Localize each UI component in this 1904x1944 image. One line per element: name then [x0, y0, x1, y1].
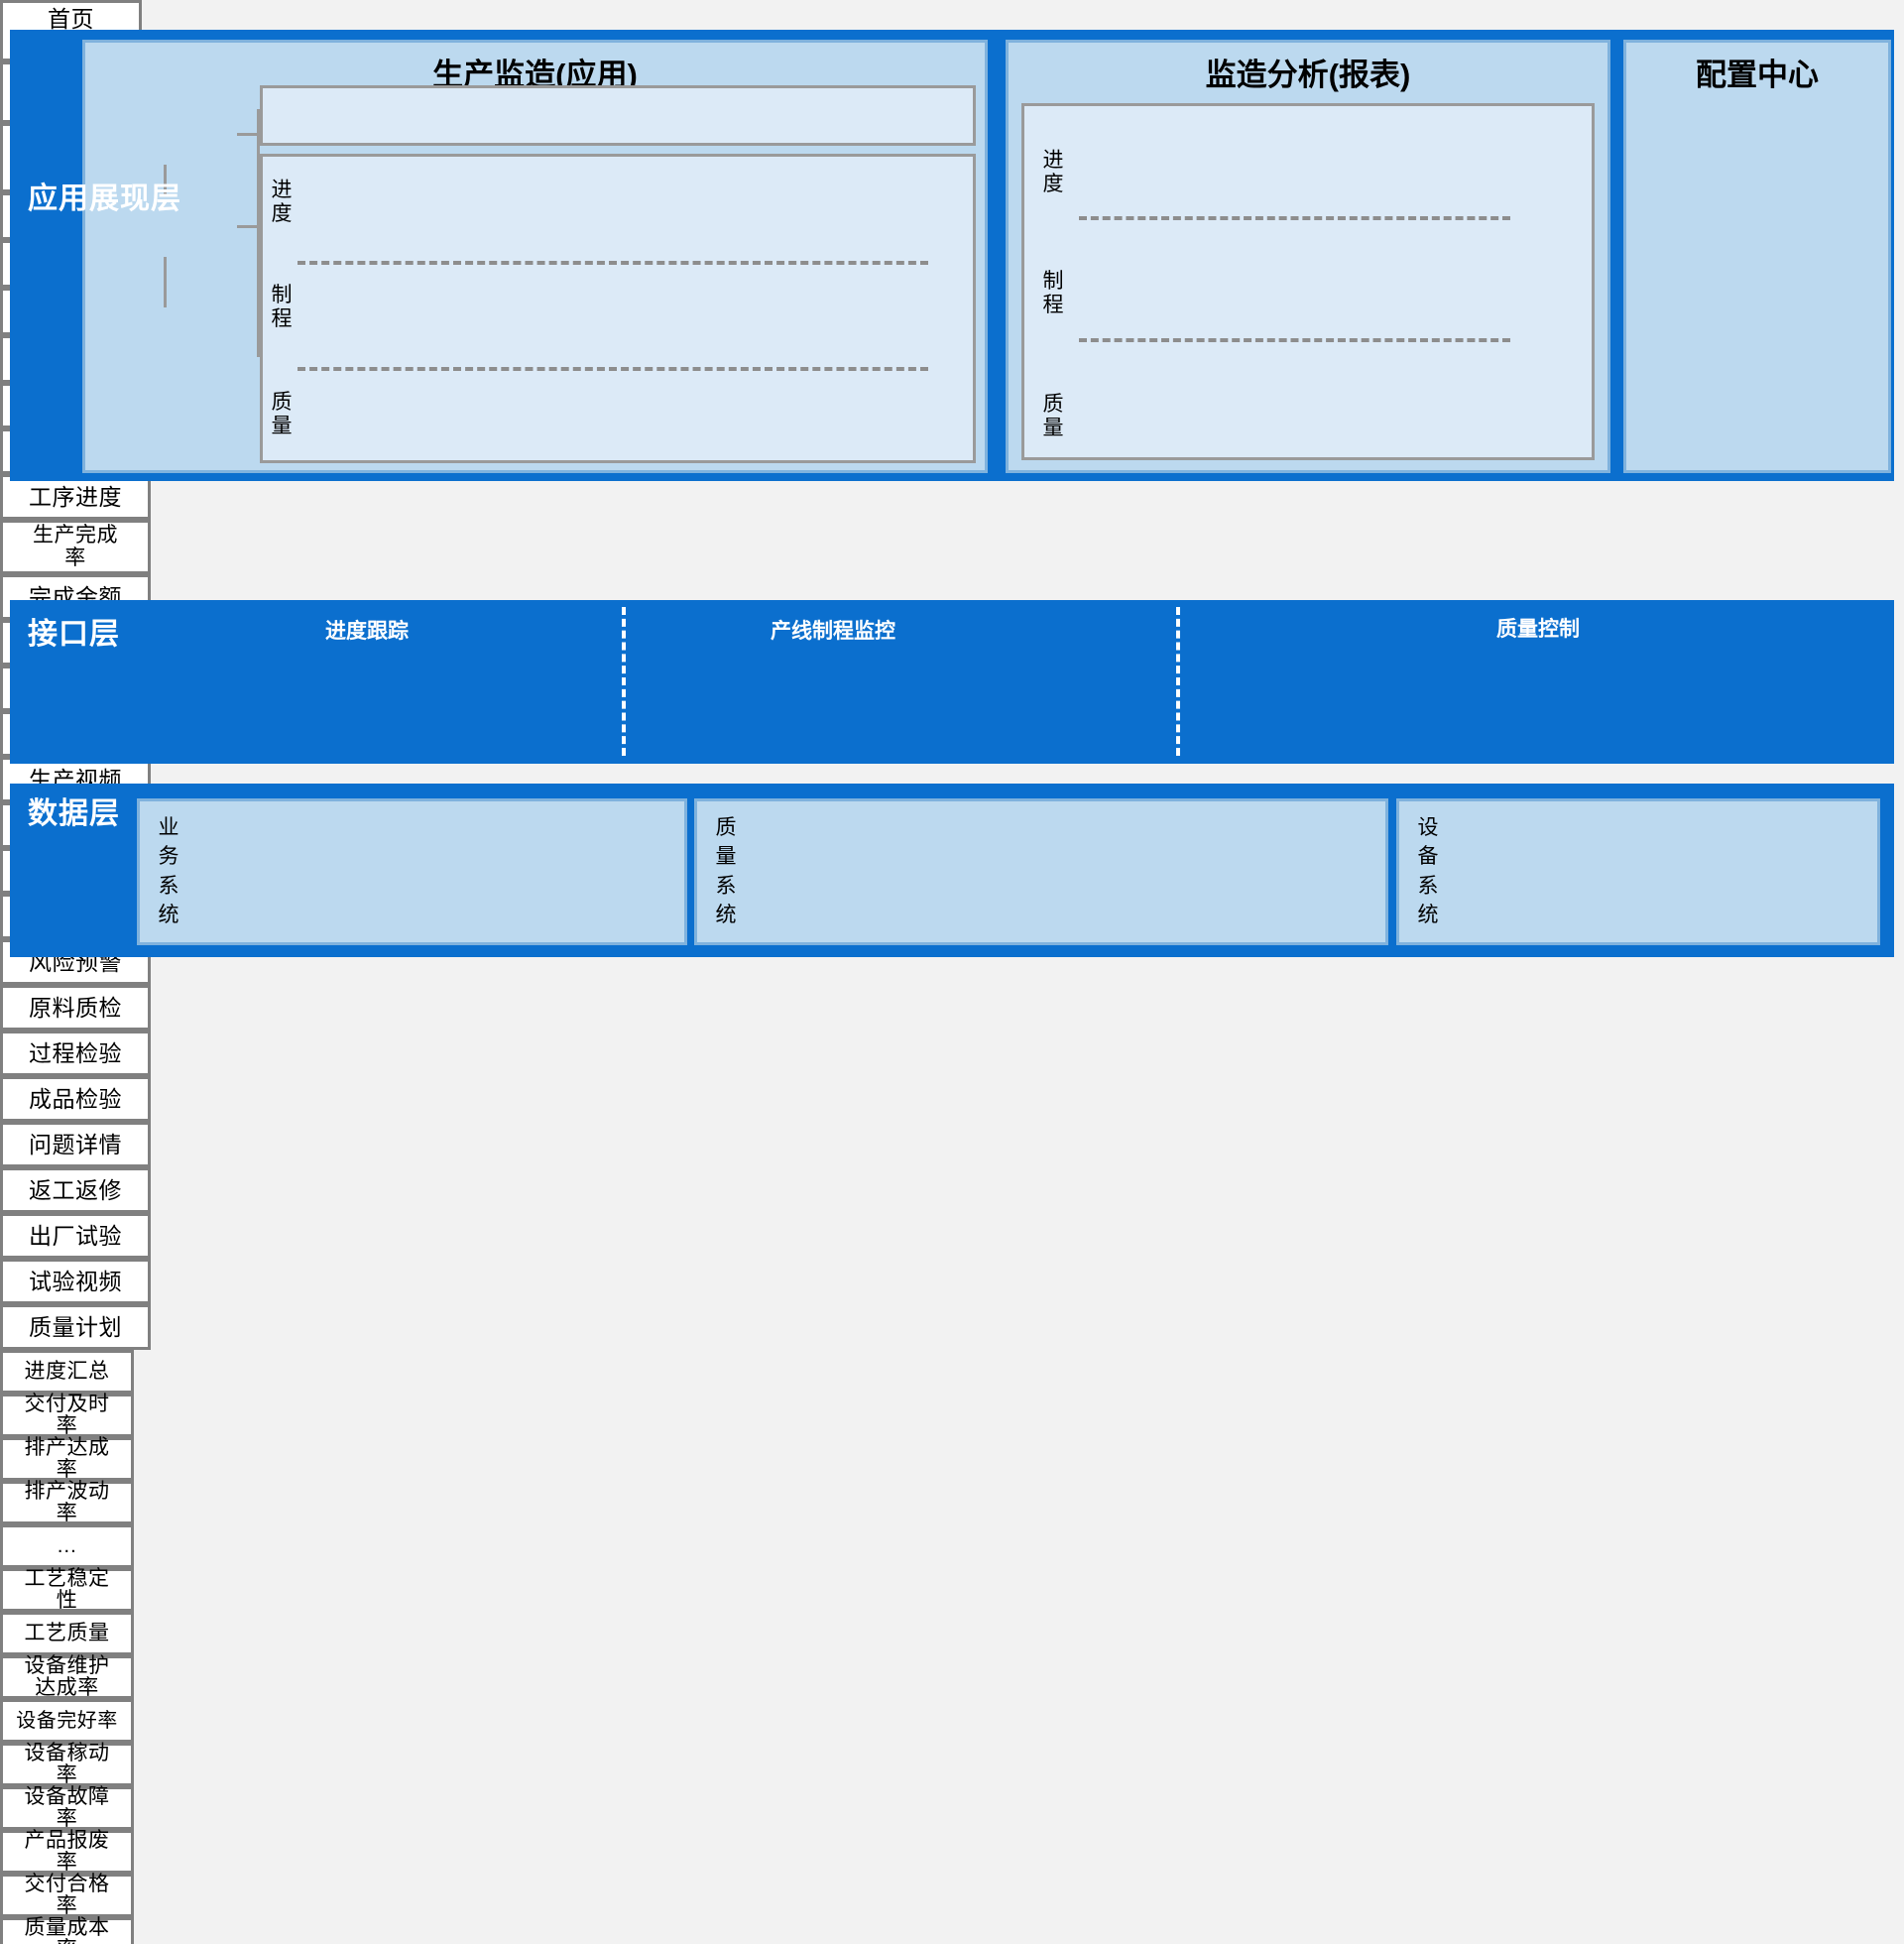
report-equipment-failure-rate[interactable]: 设备故障 率	[0, 1785, 134, 1830]
report-equipment-maintenance-rate[interactable]: 设备维护 达成率	[0, 1654, 134, 1699]
analysis-group-label-quality: 质 量	[1042, 393, 1064, 440]
data-group-business-system	[137, 798, 687, 945]
card-factory-test[interactable]: 出厂试验	[0, 1213, 151, 1259]
card-quality-plan[interactable]: 质量计划	[0, 1304, 151, 1350]
interface-divider-1	[622, 607, 626, 756]
card-test-video[interactable]: 试验视频	[0, 1259, 151, 1304]
report-progress-summary[interactable]: 进度汇总	[0, 1350, 134, 1394]
panel-config-center-title: 配置中心	[1696, 58, 1819, 92]
report-equipment-integrity-rate[interactable]: 设备完好率	[0, 1699, 134, 1743]
group-label-process: 制 程	[271, 284, 293, 331]
report-process-quality[interactable]: 工艺质量	[0, 1612, 134, 1655]
group-label-progress: 进 度	[271, 179, 293, 226]
divider-process-quality	[298, 367, 928, 371]
data-layer-title: 数据层	[28, 797, 120, 830]
interface-layer-title: 接口层	[28, 618, 120, 651]
card-issue-detail[interactable]: 问题详情	[0, 1122, 151, 1167]
analysis-group-label-progress: 进 度	[1042, 149, 1064, 196]
report-schedule-achievement-rate[interactable]: 排产达成 率	[0, 1436, 134, 1481]
data-label-equipment-system: 设 备 系 统	[1417, 816, 1439, 927]
nav-connector-vertical-2	[164, 257, 167, 307]
data-label-quality-system: 质 量 系 统	[715, 816, 737, 927]
nav-connector-h-mid	[237, 225, 265, 228]
panel-monitoring-analysis-title: 监造分析(报表)	[1205, 58, 1411, 92]
nav-connector-h-top	[237, 133, 259, 136]
report-equipment-utilization-rate[interactable]: 设备稼动 率	[0, 1742, 134, 1786]
card-raw-material-inspection[interactable]: 原料质检	[0, 985, 151, 1031]
report-process-stability[interactable]: 工艺稳定 性	[0, 1567, 134, 1612]
data-group-quality-system	[694, 798, 1388, 945]
nav-connector-vertical	[164, 165, 167, 195]
card-production-completion-rate[interactable]: 生产完成 率	[0, 520, 151, 574]
group-label-quality: 质 量	[271, 391, 293, 438]
nav-trunk	[257, 109, 260, 357]
card-process-inspection[interactable]: 过程检验	[0, 1031, 151, 1076]
interface-group-progress-title: 进度跟踪	[325, 620, 409, 643]
interface-divider-2	[1176, 607, 1180, 756]
card-finished-inspection[interactable]: 成品检验	[0, 1076, 151, 1122]
report-delivery-pass-rate[interactable]: 交付合格 率	[0, 1873, 134, 1917]
interface-group-process-title: 产线制程监控	[771, 620, 895, 643]
interface-group-quality-title: 质量控制	[1496, 618, 1580, 641]
data-label-business-system: 业 务 系 统	[158, 816, 179, 927]
data-group-equipment-system	[1396, 798, 1880, 945]
analysis-divider-progress-process	[1079, 216, 1510, 220]
report-delivery-ontime-rate[interactable]: 交付及时 率	[0, 1393, 134, 1437]
report-progress-more[interactable]: …	[0, 1524, 134, 1568]
report-schedule-fluctuation-rate[interactable]: 排产波动 率	[0, 1480, 134, 1524]
card-rework-repair[interactable]: 返工返修	[0, 1167, 151, 1213]
analysis-group-label-process: 制 程	[1042, 270, 1064, 317]
interface-layer	[10, 600, 1894, 764]
panel-config-center	[1623, 40, 1891, 473]
application-layer-title: 应用展现层	[28, 182, 181, 215]
analysis-divider-process-quality	[1079, 338, 1510, 342]
subpanel-overview	[260, 85, 976, 146]
divider-progress-process	[298, 261, 928, 265]
subpanel-main-modules	[260, 154, 976, 463]
subpanel-analysis-modules	[1021, 103, 1595, 460]
report-quality-cost-rate[interactable]: 质量成本 率	[0, 1916, 134, 1944]
report-product-scrap-rate[interactable]: 产品报废 率	[0, 1829, 134, 1874]
